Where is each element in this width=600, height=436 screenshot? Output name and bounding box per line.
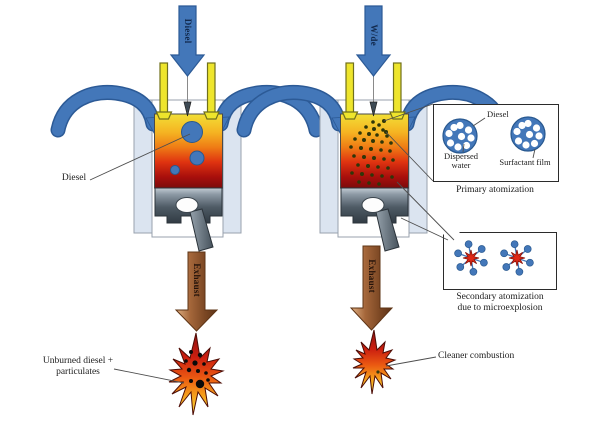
right-exhaust-arrow-label: Exhaust	[366, 259, 377, 293]
clean-explosion-icon	[352, 329, 397, 395]
left-intake-arrow-label: Diesel	[182, 18, 193, 44]
inset-pointer-lines	[462, 117, 536, 159]
left-intake-valve-icons	[155, 62, 220, 120]
right-injector-needle-icon	[369, 101, 378, 117]
left-piston-pin	[175, 197, 199, 213]
particulate-dots	[184, 350, 210, 389]
primary-atomization-caption: Primary atomization	[456, 185, 534, 195]
microexplosion-cluster-left	[454, 240, 488, 276]
left-engine	[50, 5, 324, 416]
right-intake-arrow-label: W/de	[368, 24, 379, 47]
microexplosion-cluster-right	[500, 240, 534, 276]
left-injector-needle-icon	[183, 101, 192, 117]
left-exhaust-arrow-icon	[174, 251, 219, 332]
dirty-explosion-icon	[168, 332, 225, 416]
clean-explosion-dot	[376, 370, 380, 374]
inset-surfactant-label: Surfactant film	[499, 157, 551, 167]
left-connecting-rod	[189, 208, 214, 252]
secondary-atomization-caption: Secondary atomization due to microexplos…	[456, 292, 544, 314]
secondary-atomization-inset	[443, 232, 557, 290]
emulsion-droplet-right	[510, 116, 546, 152]
right-connecting-rod	[375, 208, 400, 252]
emulsion-droplet-diagram	[442, 116, 546, 159]
right-exhaust-arrow-icon	[349, 245, 394, 331]
emulsion-droplet-left	[442, 118, 478, 154]
inset-dispersed-water-label: Dispersed water	[444, 151, 478, 170]
left-exhaust-arrow-label: Exhaust	[191, 263, 202, 297]
right-piston-pin	[361, 197, 385, 213]
microexplosion-diagram	[454, 240, 534, 276]
diesel-intake-arrow-icon	[169, 5, 206, 77]
chamber-diesel-label: Diesel	[61, 173, 87, 183]
right-combustion-chamber	[340, 113, 409, 189]
emulsion-intake-arrow-icon	[355, 5, 392, 77]
cleaner-combustion-label: Cleaner combustion	[438, 351, 515, 361]
inset-diesel-label: Diesel	[487, 109, 509, 119]
unburned-diesel-label: Unburned diesel + particulates	[42, 356, 114, 377]
primary-atomization-inset: Diesel Dispersed water Surfactant film	[433, 104, 559, 182]
right-engine	[236, 5, 510, 395]
